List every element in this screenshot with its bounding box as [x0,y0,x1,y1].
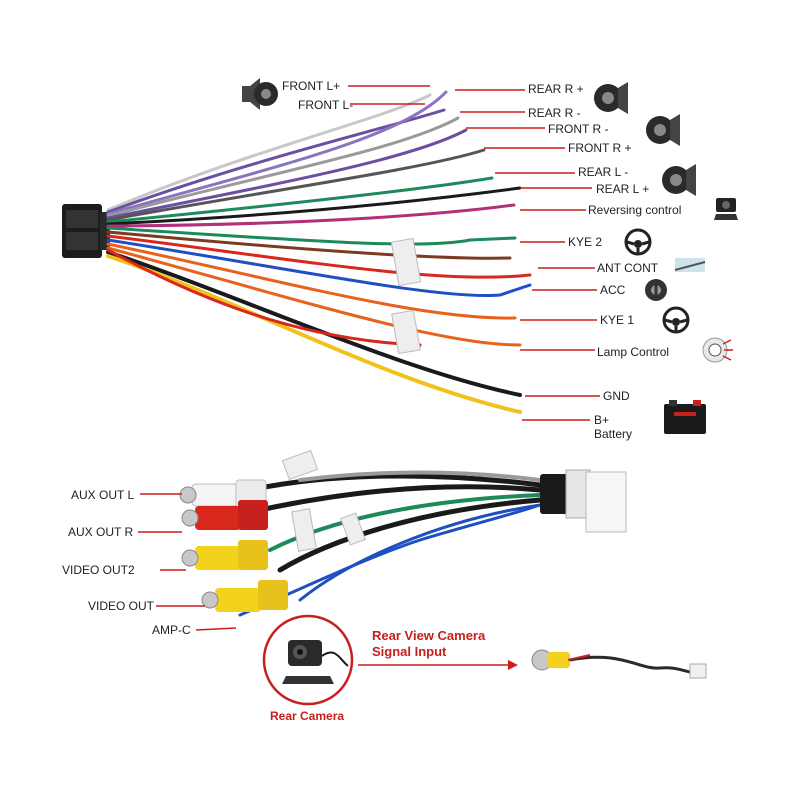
label-video-out: VIDEO OUT [88,599,155,613]
label-kye2: KYE 2 [568,235,602,249]
rca-plug-yellow [181,540,268,570]
rca-harness-connector [540,469,627,533]
harness-connector [62,204,110,258]
rear-camera-circle [262,614,354,706]
label-kye1: KYE 1 [600,313,634,327]
rca-plug-red [181,500,268,530]
label-rear-r-minus: REAR R - [528,106,581,120]
label-ant-cont: ANT CONT [597,261,659,275]
label-acc: ACC [600,283,626,297]
label-front-r-minus: FRONT R - [548,122,608,136]
label-camera-title-2: Signal Input [372,644,447,659]
label-lamp-control: Lamp Control [597,345,669,359]
speaker-icon [594,82,628,114]
harness-tags [390,237,422,355]
label-rear-r-plus: REAR R + [528,82,584,96]
antenna-icon [674,258,706,272]
steering-wheel-icon [662,306,690,334]
label-b-plus: B+ [594,413,609,427]
label-front-l-minus: FRONT L- [298,98,353,112]
speaker-icon [242,78,278,110]
reverse-camera-icon [714,198,738,220]
arrow-icon [358,660,518,670]
rca-wires [238,470,543,617]
label-amp-c: AMP-C [152,623,191,637]
camera-input-cable [531,649,707,679]
headlamp-icon [702,337,733,363]
label-rear-camera: Rear Camera [270,709,344,723]
label-rear-l-plus: REAR L + [596,182,649,196]
label-front-r-plus: FRONT R + [568,141,631,155]
label-battery: Battery [594,427,632,441]
label-front-l-plus: FRONT L+ [282,79,340,93]
rca-tag [281,449,319,481]
rca-tag [291,508,317,552]
label-gnd: GND [603,389,630,403]
label-leader-lines [348,85,600,421]
ignition-key-icon [645,279,667,301]
label-rear-l-minus: REAR L - [578,165,628,179]
rca-plug-yellow [201,580,288,612]
steering-wheel-icon [624,228,652,256]
rca-tag [340,512,366,546]
label-reversing-control: Reversing control [588,203,681,217]
harness-wires [106,90,532,414]
speaker-icon [646,114,680,146]
label-video-out2: VIDEO OUT2 [62,563,135,577]
battery-icon [664,400,706,434]
speaker-icon [662,164,696,196]
label-camera-title-1: Rear View Camera [372,628,486,643]
label-aux-out-l: AUX OUT L [71,488,134,502]
rca-leader-lines [138,493,237,631]
label-aux-out-r: AUX OUT R [68,525,133,539]
